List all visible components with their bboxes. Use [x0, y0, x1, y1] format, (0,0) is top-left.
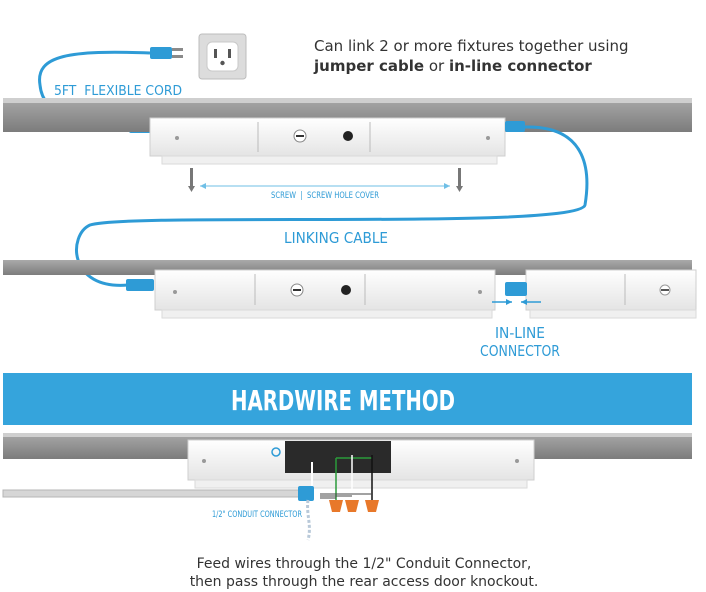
fixture-1: [149, 117, 506, 165]
bottom-note-line1: Feed wires through the 1/2" Conduit Conn…: [197, 556, 532, 572]
screw-dimension-line: [200, 183, 450, 189]
conduit-pipe: [2, 489, 304, 498]
screw-right-icon: [456, 168, 463, 192]
switch-icon: [343, 131, 353, 141]
screw-label: SCREW | SCREW HOLE COVER: [271, 191, 379, 201]
fixture-hardwire: [187, 439, 535, 489]
hardwire-banner: [3, 373, 692, 425]
wire-nut-icons: [329, 500, 379, 512]
conduit-label: 1/2" CONDUIT CONNECTOR: [212, 510, 302, 520]
bottom-note-line2: then pass through the rear access door k…: [190, 574, 539, 590]
conduit-cable: [306, 499, 311, 541]
linking-cable: [75, 125, 589, 287]
hardwire-banner-title: HARDWIRE METHOD: [231, 384, 455, 417]
inline-label-line1: IN-LINE: [495, 324, 545, 342]
access-door: [285, 441, 391, 473]
or-text: or: [424, 57, 449, 75]
linking-cable-label: LINKING CABLE: [284, 229, 388, 247]
inline-connector-text: in-line connector: [449, 57, 592, 75]
inline-label-line2: CONNECTOR: [480, 342, 560, 360]
screw-left-icon: [188, 168, 195, 192]
wall-outlet-icon: [198, 33, 247, 80]
plug-icon: [150, 47, 183, 59]
flexible-cord-label: 5FT FLEXIBLE CORD: [54, 84, 182, 99]
fixture-2: [154, 269, 496, 319]
jumper-cable-text: jumper cable: [313, 57, 424, 75]
fixture2-left-cap: [126, 279, 154, 291]
top-note-line1: Can link 2 or more fixtures together usi…: [314, 37, 629, 55]
inline-arrows: [492, 299, 541, 305]
switch-2-icon: [341, 285, 351, 295]
fixture1-right-cap: [505, 121, 525, 132]
inline-connector-icon: [505, 282, 527, 296]
fixture-3: [525, 269, 697, 319]
conduit-connector-icon: [298, 486, 314, 501]
top-note-line2: jumper cable or in-line connector: [313, 57, 592, 75]
